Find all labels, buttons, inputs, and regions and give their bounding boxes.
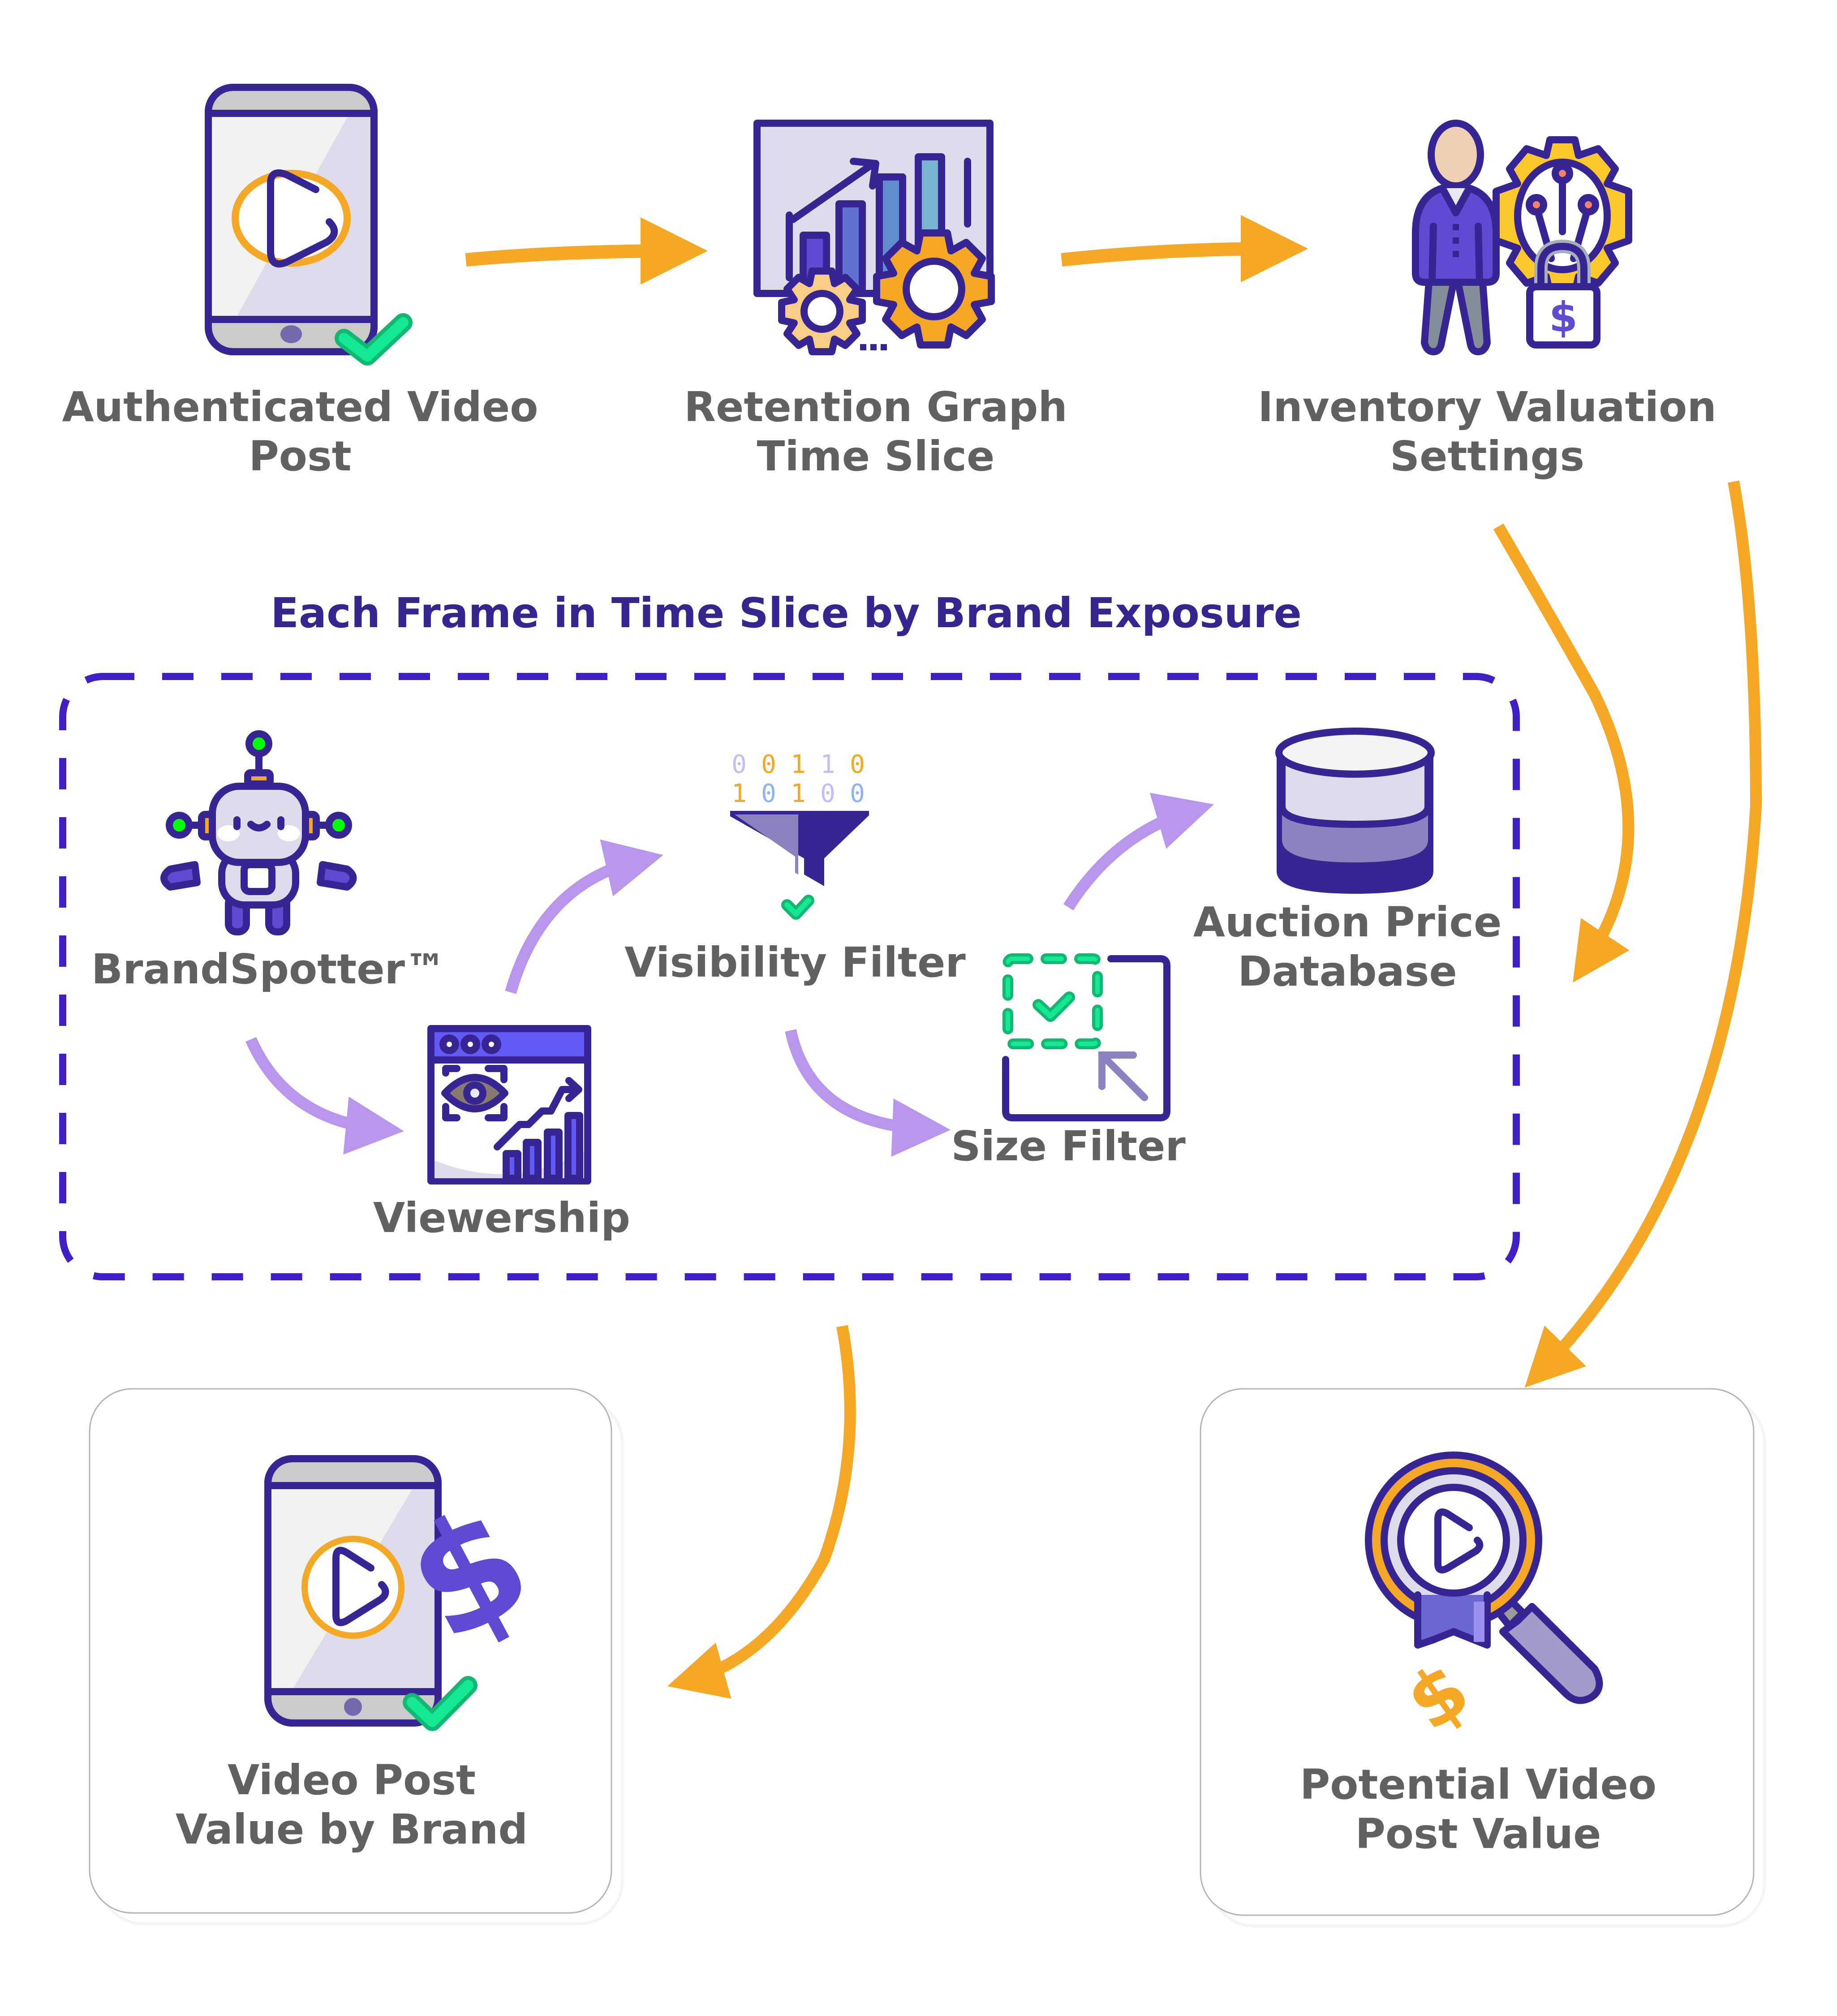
binary-digit: 1: [731, 779, 747, 808]
binary-digit: 0: [731, 750, 747, 779]
node-video-post-value-by-brand[interactable]: $ Video Post Value by Brand: [89, 1388, 612, 1914]
node-label: Viewership: [373, 1194, 630, 1242]
label-line-1: Video Post: [228, 1756, 476, 1804]
node-retention-graph-time-slice[interactable]: Retention Graph Time Slice: [684, 120, 1067, 480]
binary-digit: 1: [820, 750, 835, 779]
edge-visibility-filter-to-size-filter: [785, 1029, 951, 1157]
binary-digit: 1: [791, 779, 806, 808]
edge-inventory-settings-to-potential-value: [1524, 480, 1762, 1388]
edge-group-to-video-post-value: [667, 1325, 856, 1699]
edge-brandspotter-to-viewership: [245, 1037, 404, 1155]
database-icon: [1275, 728, 1435, 894]
binary-digit: 0: [820, 779, 835, 808]
phone-play-check-icon: [205, 84, 413, 366]
person-gear-lock-icon: $: [1412, 120, 1632, 355]
node-inventory-valuation-settings[interactable]: $ Inventory Valuation Settings: [1258, 120, 1717, 480]
label-line-1: Inventory Valuation: [1258, 383, 1717, 431]
binary-digit: 0: [761, 750, 776, 779]
edge-retention-graph-to-inventory-settings: [1061, 215, 1308, 283]
label-line-2: Post: [249, 432, 351, 480]
resize-check-icon: [1002, 953, 1170, 1121]
label-line-1: Retention Graph: [684, 383, 1067, 431]
binary-digit: 0: [850, 750, 865, 779]
funnel-binary-icon: 0 0 1 1 0 1 0 1 0 0: [730, 750, 869, 920]
node-label: Size Filter: [951, 1122, 1186, 1170]
node-potential-video-post-value[interactable]: $ Potential Video Post Value: [1200, 1388, 1755, 1916]
label-line-2: Settings: [1390, 432, 1584, 480]
robot-icon: [160, 730, 357, 935]
node-label: Visibility Filter: [624, 939, 966, 986]
node-viewership[interactable]: Viewership: [373, 1025, 630, 1242]
label-line-2: Database: [1238, 948, 1457, 995]
binary-digit: 0: [761, 779, 776, 808]
edge-viewership-to-visibility-filter: [505, 839, 663, 994]
card: [1200, 1388, 1755, 1916]
browser-eye-chart-icon: [427, 1025, 591, 1185]
node-auction-price-database[interactable]: Auction Price Database: [1193, 728, 1502, 995]
phone-dollar-check-icon: $: [264, 1455, 557, 1731]
edge-size-filter-to-database: [1063, 793, 1214, 910]
label-line-1: Authenticated Video: [62, 383, 538, 431]
node-visibility-filter[interactable]: 0 0 1 1 0 1 0 1 0 0 Visibility Filter: [624, 750, 966, 986]
group-title: Each Frame in Time Slice by Brand Exposu…: [271, 589, 1302, 637]
binary-digit: 0: [850, 779, 865, 808]
edge-inventory-settings-to-group: [1493, 523, 1635, 983]
node-brandspotter[interactable]: BrandSpotter™: [91, 730, 446, 993]
chart-gears-icon: [753, 120, 995, 355]
label-line-1: Auction Price: [1193, 898, 1502, 946]
edge-video-post-to-retention-graph: [465, 217, 708, 285]
label-line-2: Time Slice: [757, 432, 995, 480]
node-label: BrandSpotter™: [91, 945, 446, 993]
label-line-2: Post Value: [1355, 1810, 1601, 1858]
dollar-icon: $: [1549, 293, 1578, 341]
node-authenticated-video-post[interactable]: Authenticated Video Post: [62, 84, 538, 480]
binary-digit: 1: [791, 750, 806, 779]
label-line-2: Value by Brand: [176, 1805, 528, 1853]
label-line-1: Potential Video: [1300, 1761, 1656, 1809]
node-size-filter[interactable]: Size Filter: [951, 953, 1186, 1170]
